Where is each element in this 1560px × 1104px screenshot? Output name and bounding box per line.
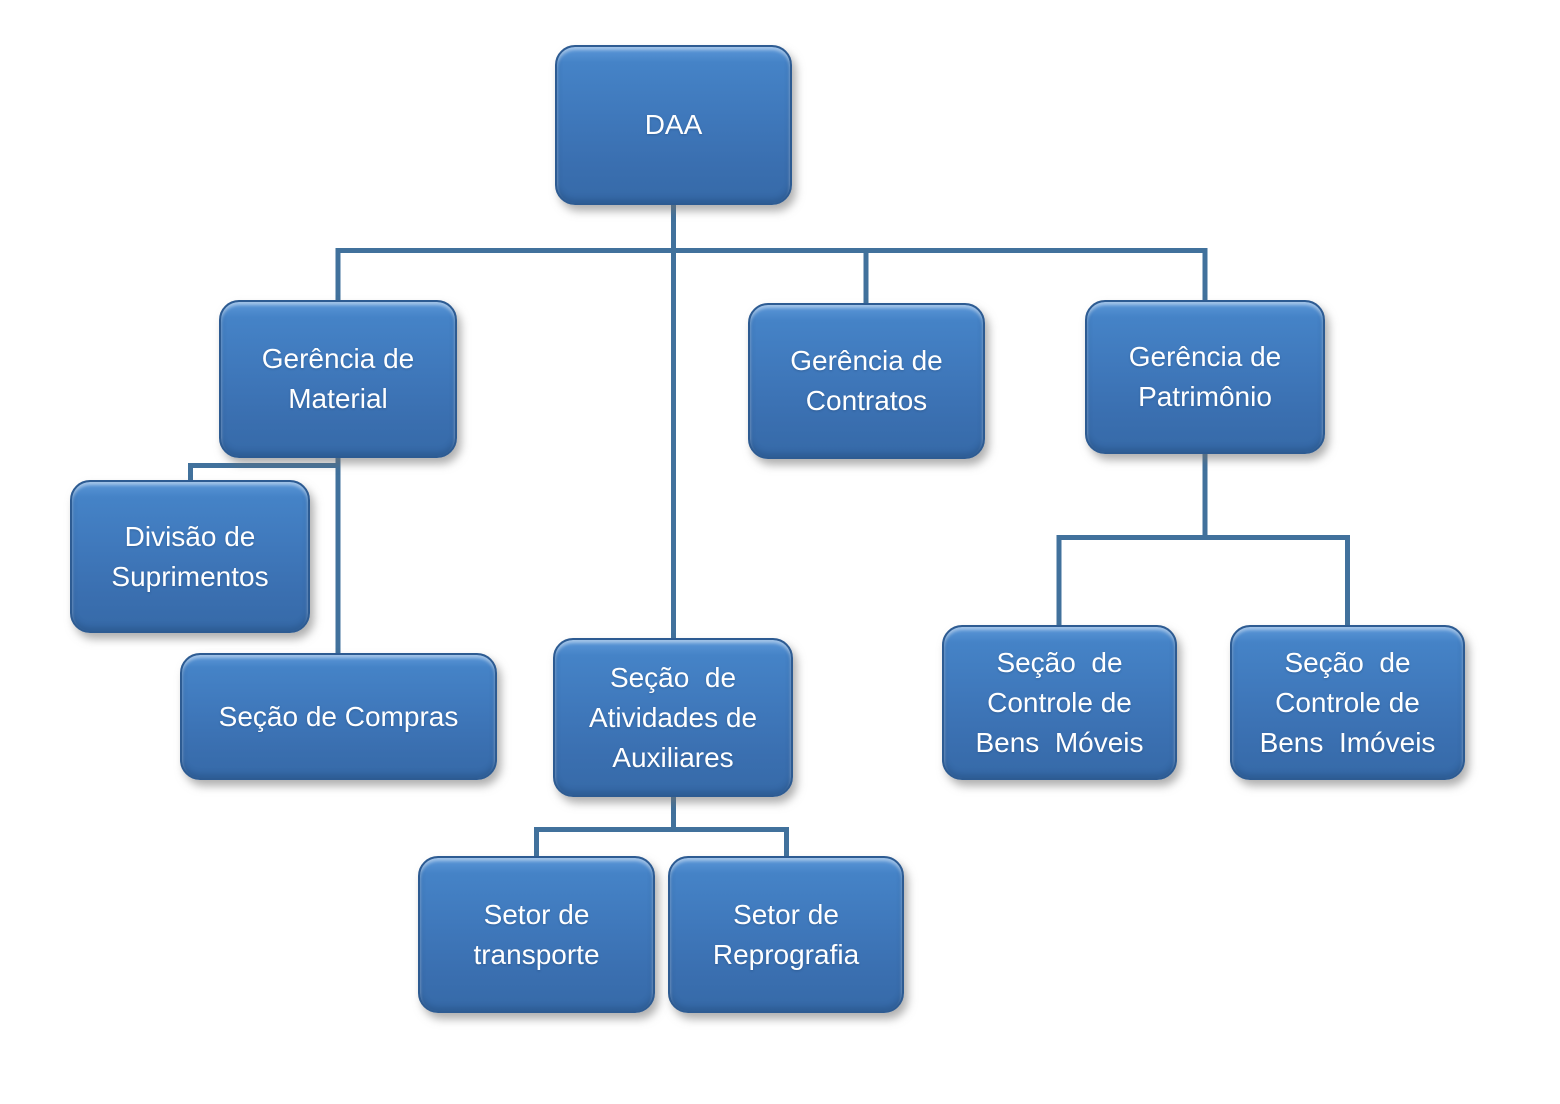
connector-top-bus — [335, 248, 1208, 300]
connector-patrimonio-bus — [1056, 535, 1350, 625]
org-node-label: Seção de Compras — [218, 700, 459, 732]
org-node-secao-controle-bens-imoveis: Seção de Controle de Bens Imóveis — [1230, 625, 1465, 780]
org-node-setor-de-transporte: Setor de transporte — [418, 856, 655, 1013]
connector-material-suprimentos — [188, 463, 338, 480]
org-node-gerencia-de-material: Gerência de Material — [219, 300, 457, 458]
org-node-daa: DAA — [555, 45, 792, 205]
org-node-label: Gerência de Patrimônio — [1128, 341, 1282, 412]
org-node-secao-controle-bens-moveis: Seção de Controle de Bens Móveis — [942, 625, 1177, 780]
org-node-label: Setor de transporte — [473, 898, 600, 970]
org-node-secao-de-atividades-de-auxiliares: Seção de Atividades de Auxiliares — [553, 638, 793, 797]
org-node-gerencia-de-contratos: Gerência de Contratos — [748, 303, 985, 459]
org-node-label: Seção de Controle de Bens Móveis — [975, 646, 1144, 758]
org-node-secao-de-compras: Seção de Compras — [180, 653, 497, 780]
org-node-gerencia-de-patrimonio: Gerência de Patrimônio — [1085, 300, 1325, 454]
org-node-label: Seção de Atividades de Auxiliares — [588, 661, 758, 773]
connector-atividades-bus — [534, 827, 789, 856]
org-node-label: Setor de Reprografia — [712, 898, 860, 970]
org-node-label: DAA — [644, 109, 703, 140]
org-node-label: Gerência de Material — [261, 343, 415, 414]
org-node-label: Divisão de Suprimentos — [111, 520, 269, 592]
org-node-label: Seção de Controle de Bens Imóveis — [1259, 646, 1436, 758]
org-node-label: Gerência de Contratos — [790, 345, 943, 416]
org-node-divisao-de-suprimentos: Divisão de Suprimentos — [70, 480, 310, 633]
org-node-setor-de-reprografia: Setor de Reprografia — [668, 856, 904, 1013]
